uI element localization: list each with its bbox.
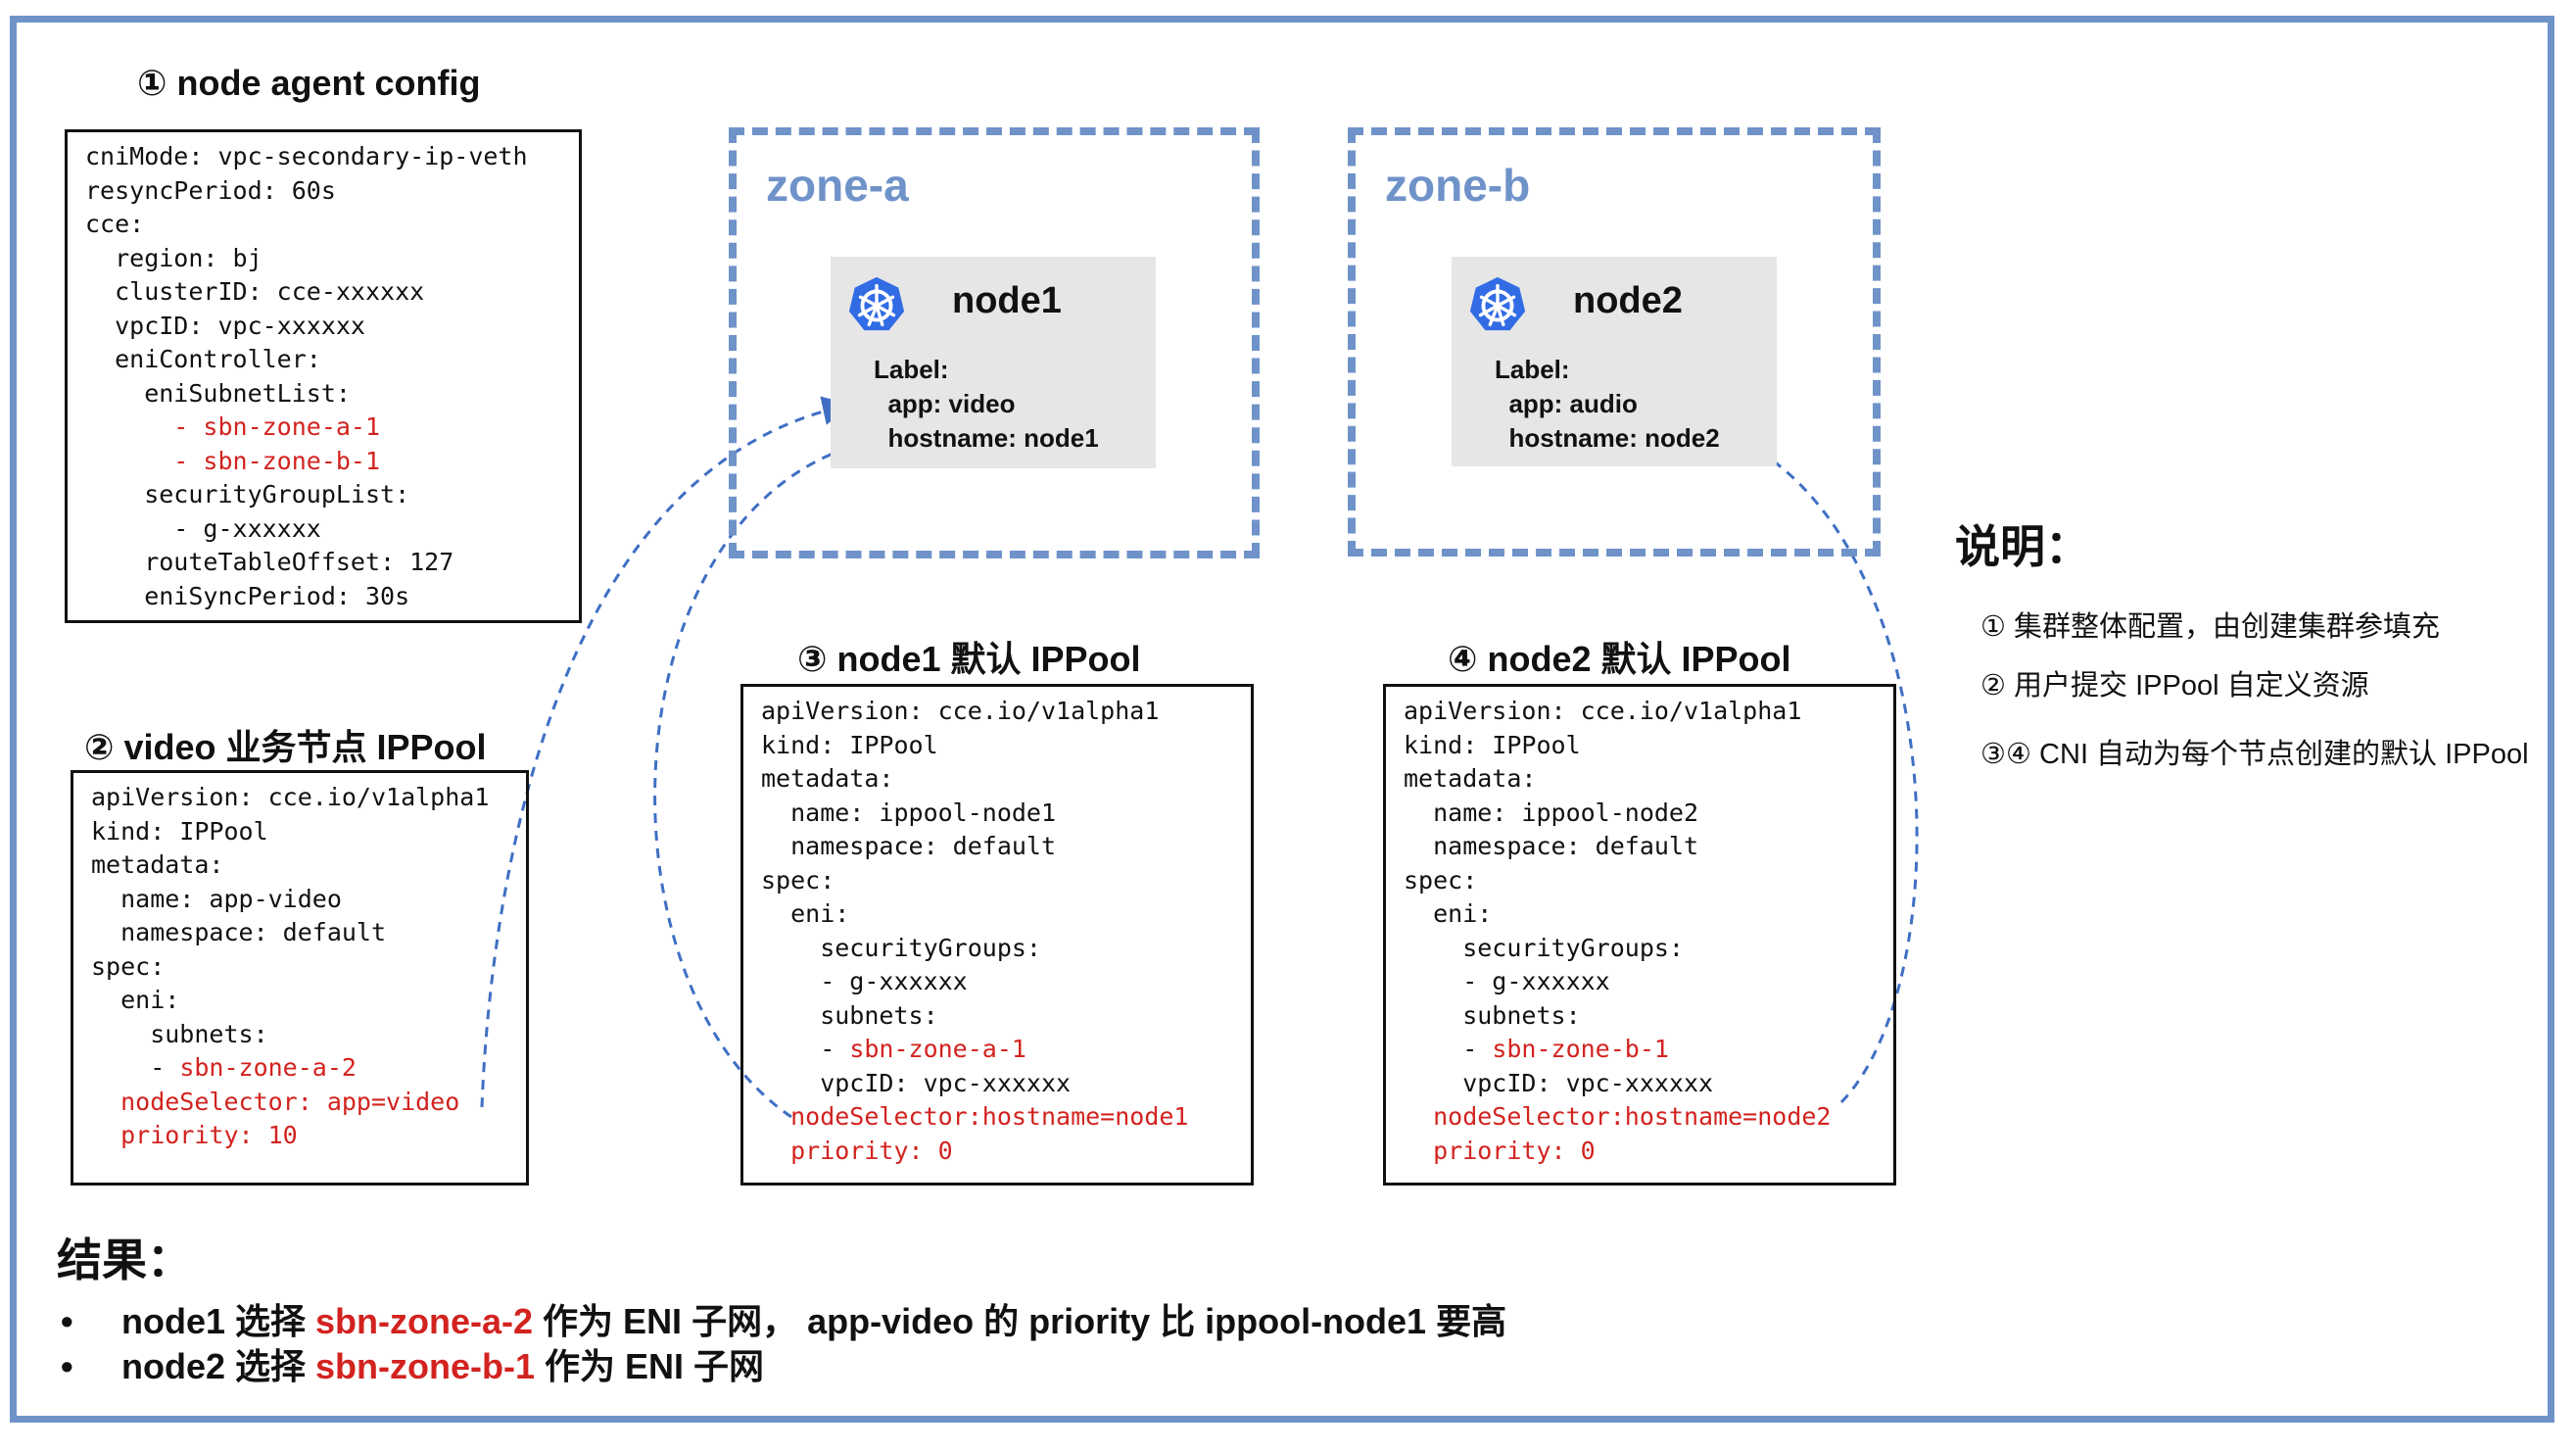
kubernetes-icon	[1469, 276, 1526, 331]
config-title: ① node agent config	[137, 63, 481, 103]
code-line: name: app-video	[91, 884, 342, 913]
zone-a: zone-a	[729, 127, 1260, 558]
code-line: priority: 0	[1404, 1136, 1596, 1165]
code-line: eniSyncPeriod: 30s	[85, 581, 410, 610]
code-line: nodeSelector:hostname=node1	[761, 1102, 1189, 1131]
code-line: metadata:	[1404, 764, 1537, 793]
bullet-highlight: sbn-zone-b-1	[315, 1346, 536, 1386]
code-line: subnets:	[1404, 1000, 1581, 1030]
code-line: securityGroupList:	[85, 480, 410, 508]
code-line: eniController:	[85, 345, 321, 373]
notes-heading: 说明：	[1955, 521, 2090, 572]
code-line: - sbn-zone-a-1	[85, 412, 381, 441]
code-line: region: bj	[85, 243, 262, 272]
code-line: resyncPeriod: 60s	[85, 175, 336, 205]
node1-pool-code-box: apiVersion: cce.io/v1alpha1 kind: IPPool m…	[740, 684, 1254, 1186]
code-line: nodeSelector: app=video	[91, 1087, 460, 1116]
code-line: vpcID: vpc-xxxxxx	[761, 1068, 1072, 1097]
node1-label-values: app: video hostname: node1	[887, 389, 1099, 453]
node1-labels: Label: app: video hostname: node1	[874, 353, 1099, 456]
node2-pool-title: ④ node2 默认 IPPool	[1448, 639, 1791, 679]
code-line: - g-xxxxxx	[1404, 967, 1610, 995]
code-line: metadata:	[761, 764, 894, 793]
code-line: - sbn-zone-a-1	[761, 1035, 1026, 1063]
code-line: name: ippool-node2	[1404, 798, 1699, 827]
code-line: namespace: default	[761, 832, 1057, 860]
code-line: - g-xxxxxx	[761, 967, 968, 995]
bullet-dot: •	[61, 1301, 73, 1341]
code-line: priority: 0	[761, 1136, 953, 1165]
config-code-box: cniMode: vpc-secondary-ip-veth resyncPeri…	[65, 129, 582, 623]
node2-name: node2	[1573, 280, 1683, 321]
node2-card: node2 Label: app: audio hostname: node2	[1452, 257, 1777, 466]
arrow-video-pool-to-node1	[480, 396, 852, 1108]
code-line: apiVersion: cce.io/v1alpha1	[761, 697, 1160, 725]
code-line: securityGroups:	[761, 933, 1041, 962]
note-item: ① 集群整体配置，由创建集群参填充	[1980, 611, 2441, 643]
code-line: namespace: default	[1404, 832, 1699, 860]
node1-pool-title: ③ node1 默认 IPPool	[797, 639, 1141, 679]
code-line: kind: IPPool	[91, 816, 268, 846]
node1-label-title: Label:	[874, 355, 949, 384]
code-line: kind: IPPool	[761, 730, 938, 759]
bullet-text: node1 选择	[121, 1301, 316, 1341]
node2-label-values: app: audio hostname: node2	[1508, 389, 1720, 453]
code-line: vpcID: vpc-xxxxxx	[1404, 1068, 1714, 1097]
bullet-text: 作为 ENI 子网	[535, 1346, 765, 1386]
bullet-text: node2 选择	[121, 1346, 316, 1386]
code-line: eniSubnetList:	[85, 378, 351, 408]
note-item: ② 用户提交 IPPool 自定义资源	[1980, 670, 2369, 702]
code-line: eni:	[1404, 899, 1493, 928]
code-line: - sbn-zone-b-1	[1404, 1035, 1669, 1063]
code-line: metadata:	[91, 850, 224, 879]
diagram-frame	[10, 16, 2554, 1423]
code-line: eni:	[91, 986, 180, 1014]
arrow-node1-pool-to-node1	[653, 428, 887, 1119]
video-pool-title: ② video 业务节点 IPPool	[84, 727, 487, 767]
code-line: clusterID: cce-xxxxxx	[85, 277, 425, 306]
zone-a-label: zone-a	[766, 160, 909, 211]
zone-b-label: zone-b	[1385, 160, 1531, 211]
result-bullet-2: • node2 选择 sbn-zone-b-1 作为 ENI 子网	[61, 1338, 764, 1389]
bullet-text: 作为 ENI 子网， app-video 的 priority 比 ippool…	[533, 1301, 1507, 1341]
code-line: - sbn-zone-a-2	[91, 1053, 357, 1082]
code-line: apiVersion: cce.io/v1alpha1	[1404, 697, 1802, 725]
video-pool-code-box: apiVersion: cce.io/v1alpha1 kind: IPPool m…	[71, 770, 529, 1186]
result-heading: 结果：	[57, 1234, 192, 1285]
code-line: - g-xxxxxx	[85, 513, 321, 543]
node1-card: node1 Label: app: video hostname: node1	[831, 257, 1156, 468]
code-line: priority: 10	[91, 1121, 298, 1149]
node2-pool-code-box: apiVersion: cce.io/v1alpha1 kind: IPPool m…	[1383, 684, 1896, 1186]
zone-b: zone-b	[1348, 127, 1881, 557]
code-line: name: ippool-node1	[761, 798, 1057, 827]
code-line: vpcID: vpc-xxxxxx	[85, 311, 365, 340]
kubernetes-icon	[848, 276, 905, 331]
code-line: spec:	[1404, 865, 1478, 895]
code-line: spec:	[91, 951, 166, 981]
node1-name: node1	[952, 280, 1062, 321]
code-line: kind: IPPool	[1404, 730, 1581, 759]
code-line: apiVersion: cce.io/v1alpha1	[91, 783, 490, 811]
code-line: securityGroups:	[1404, 933, 1684, 962]
code-line: nodeSelector:hostname=node2	[1404, 1102, 1832, 1131]
bullet-highlight: sbn-zone-a-2	[315, 1301, 534, 1341]
node2-labels: Label: app: audio hostname: node2	[1495, 353, 1720, 456]
code-line: namespace: default	[91, 918, 387, 946]
code-line: cce:	[85, 210, 145, 238]
code-line: subnets:	[91, 1019, 268, 1048]
code-line: spec:	[761, 865, 835, 895]
node2-label-title: Label:	[1495, 355, 1570, 384]
code-line: cniMode: vpc-secondary-ip-veth	[85, 142, 528, 170]
code-line: subnets:	[761, 1000, 938, 1030]
code-line: - sbn-zone-b-1	[85, 446, 381, 475]
bullet-dot: •	[61, 1346, 73, 1386]
code-line: routeTableOffset: 127	[85, 548, 454, 576]
note-item: ③④ CNI 自动为每个节点创建的默认 IPPool	[1980, 739, 2529, 770]
code-line: eni:	[761, 899, 850, 928]
result-bullet-1: • node1 选择 sbn-zone-a-2 作为 ENI 子网， app-vi…	[61, 1293, 1506, 1344]
